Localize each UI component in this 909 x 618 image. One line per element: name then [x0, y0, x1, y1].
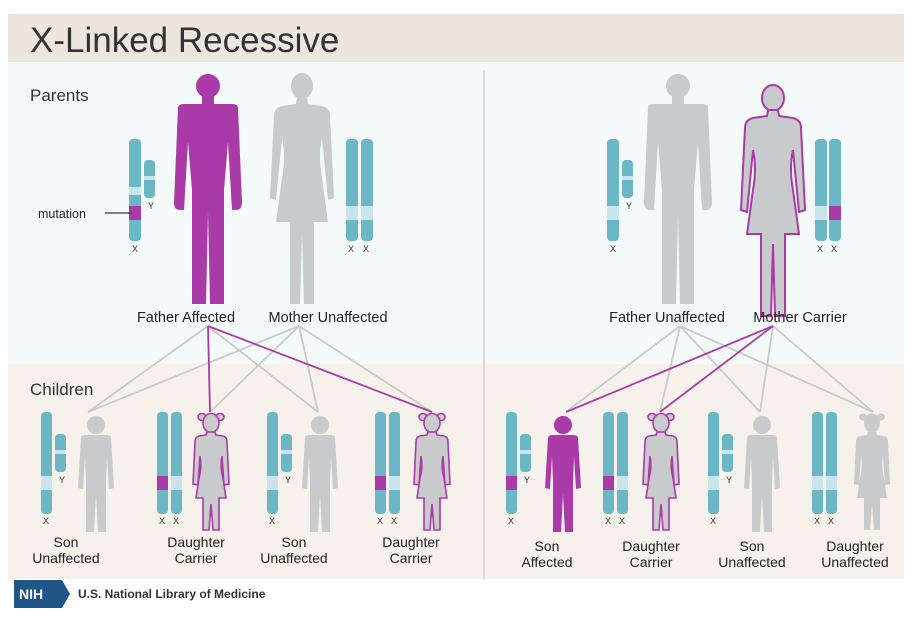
left-child-4-label-line1: Daughter — [382, 534, 440, 550]
left-child-2-label-line1: Daughter — [167, 534, 225, 550]
chromosome-label-y: Y — [285, 475, 291, 485]
chromosome-label-x: X — [269, 516, 275, 526]
chromosome-label-x: X — [363, 244, 369, 254]
left-child-4-label-line2: Carrier — [390, 550, 433, 566]
left-child-3-label-line2: Unaffected — [260, 550, 327, 566]
father-affected-label: Father Affected — [137, 310, 235, 326]
chromosome-label-x: X — [132, 244, 138, 254]
chromosome-label-x: X — [173, 516, 179, 526]
chromosome-label-x: X — [814, 516, 820, 526]
right-child-3-label-line2: Unaffected — [718, 554, 785, 570]
children-heading: Children — [30, 380, 93, 399]
right-child-2-label-line1: Daughter — [622, 538, 680, 554]
right-child-4-label-line2: Unaffected — [821, 554, 888, 570]
chromosome-label-x: X — [831, 244, 837, 254]
mother-unaffected-label: Mother Unaffected — [268, 310, 387, 326]
mother-carrier-label: Mother Carrier — [753, 310, 847, 326]
right-child-1-label-line2: Affected — [521, 554, 572, 570]
right-child-4-label-line1: Daughter — [826, 538, 884, 554]
right-child-1-label-line1: Son — [535, 538, 560, 554]
chromosome-label-x: X — [817, 244, 823, 254]
chromosome-label-x: X — [710, 516, 716, 526]
chromosome-label-x: X — [619, 516, 625, 526]
chromosome-label-y: Y — [726, 475, 732, 485]
parents-heading: Parents — [30, 86, 89, 105]
chromosome-label-y: Y — [524, 475, 530, 485]
mutation-label: mutation — [38, 207, 86, 221]
chromosome-label-x: X — [508, 516, 514, 526]
chromosome-label-y: Y — [626, 201, 632, 211]
chromosome-label-x: X — [159, 516, 165, 526]
chromosome-label-x: X — [391, 516, 397, 526]
left-child-1-label-line1: Son — [54, 534, 79, 550]
right-child-2-label-line2: Carrier — [630, 554, 673, 570]
left-child-3-label-line1: Son — [282, 534, 307, 550]
chromosome-label-x: X — [828, 516, 834, 526]
page-title: X-Linked Recessive — [30, 21, 339, 60]
chromosome-label-x: X — [348, 244, 354, 254]
nih-logo: NIH — [14, 580, 70, 608]
chromosome-label-x: X — [610, 244, 616, 254]
footer-organization: U.S. National Library of Medicine — [78, 587, 266, 601]
chromosome-label-y: Y — [59, 475, 65, 485]
chromosome-label-x: X — [377, 516, 383, 526]
chromosome-label-y: Y — [148, 201, 154, 211]
father-unaffected-label: Father Unaffected — [609, 310, 725, 326]
chromosome-label-x: X — [605, 516, 611, 526]
left-child-1-label-line2: Unaffected — [32, 550, 99, 566]
chromosome-label-x: X — [43, 516, 49, 526]
nih-logo-text: NIH — [19, 586, 43, 602]
left-child-2-label-line2: Carrier — [175, 550, 218, 566]
right-child-3-label-line1: Son — [740, 538, 765, 554]
